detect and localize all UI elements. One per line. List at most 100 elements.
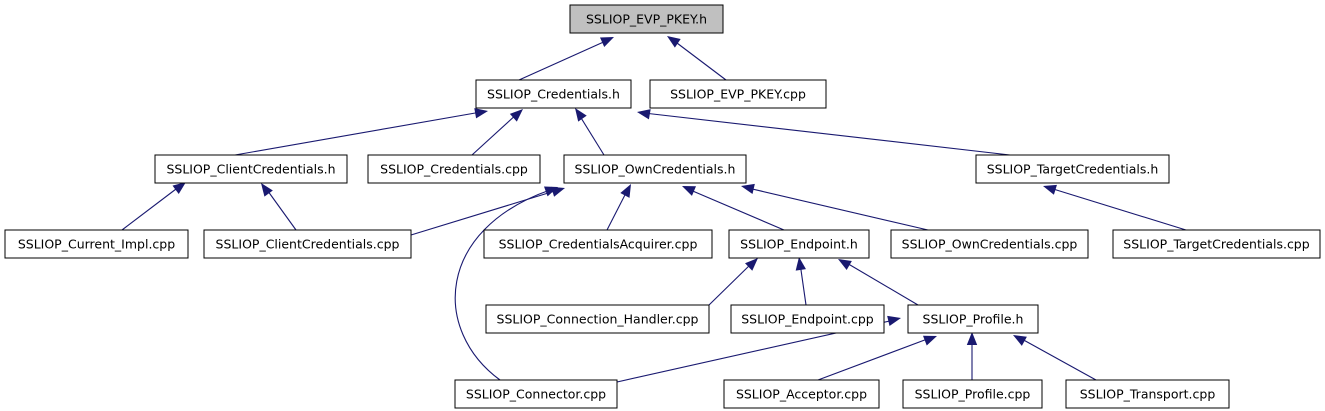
edge-credentials_h-to-evp_pkey_h [518, 37, 614, 81]
edge-transport_cpp-to-profile_h [1013, 335, 1097, 381]
node-box[interactable] [367, 154, 541, 184]
graph-node-acceptor_cpp[interactable]: SSLIOP_Acceptor.cpp [723, 379, 880, 409]
arrowhead-icon [620, 184, 631, 198]
arrowhead-icon [922, 335, 937, 346]
arrowhead-icon [575, 108, 587, 122]
graph-node-clientcredentials_h[interactable]: SSLIOP_ClientCredentials.h [154, 154, 348, 184]
node-label: SSLIOP_Endpoint.cpp [741, 312, 874, 327]
arrowhead-icon [795, 257, 806, 271]
node-box[interactable] [890, 229, 1089, 259]
node-box[interactable] [649, 79, 827, 109]
edge-endpoint_h-to-owncredentials_h [682, 186, 785, 231]
arrowhead-icon [637, 109, 651, 120]
node-box[interactable] [902, 379, 1043, 409]
node-label: SSLIOP_Profile.cpp [915, 387, 1031, 402]
graph-node-credentials_h[interactable]: SSLIOP_Credentials.h [475, 79, 632, 109]
node-label: SSLIOP_Endpoint.h [740, 237, 858, 252]
node-box[interactable] [454, 379, 618, 409]
arrowhead-icon [741, 183, 755, 194]
arrowhead-icon [172, 182, 186, 194]
node-label: SSLIOP_Credentials.cpp [380, 162, 528, 177]
node-label: SSLIOP_EVP_PKEY.cpp [670, 87, 806, 102]
edge-connector_cpp-to-owncredentials_h [454, 186, 558, 381]
node-label: SSLIOP_Current_Impl.cpp [18, 237, 175, 252]
node-box[interactable] [485, 304, 710, 334]
graph-node-evp_pkey_h[interactable]: SSLIOP_EVP_PKEY.h [569, 4, 724, 34]
arrowhead-icon [1013, 335, 1027, 346]
node-box[interactable] [1065, 379, 1230, 409]
arrowhead-icon [838, 259, 852, 271]
arrowhead-icon [600, 37, 614, 48]
edge-current_impl_cpp-to-clientcredentials_h [121, 182, 186, 231]
edge-acceptor_cpp-to-profile_h [817, 335, 937, 381]
node-box[interactable] [728, 229, 870, 259]
node-label: SSLIOP_Profile.h [923, 312, 1024, 327]
graph-node-connector_cpp[interactable]: SSLIOP_Connector.cpp [454, 379, 618, 409]
edge-owncredentials_h-to-credentials_h [575, 108, 605, 156]
graph-node-credentialsacquirer_cpp[interactable]: SSLIOP_CredentialsAcquirer.cpp [483, 229, 713, 259]
arrowhead-icon [509, 109, 523, 122]
graph-node-profile_cpp[interactable]: SSLIOP_Profile.cpp [902, 379, 1043, 409]
node-label: SSLIOP_ClientCredentials.cpp [216, 237, 400, 252]
edge-clientcredentials_cpp-to-owncredentials_h [410, 186, 565, 236]
edge-clientcredentials_h-to-credentials_h [234, 108, 488, 156]
node-box[interactable] [723, 379, 880, 409]
arrowhead-icon [474, 108, 488, 119]
arrowhead-icon [1043, 184, 1057, 195]
arrowhead-icon [667, 36, 681, 48]
edge-profile_cpp-to-profile_h [966, 332, 978, 380]
node-box[interactable] [4, 229, 189, 259]
edge-targetcredentials_h-to-credentials_h [637, 109, 1011, 156]
node-label: SSLIOP_OwnCredentials.cpp [902, 237, 1078, 252]
node-box[interactable] [1112, 229, 1321, 259]
edge-owncredentials_cpp-to-owncredentials_h [741, 183, 929, 231]
node-box[interactable] [154, 154, 348, 184]
node-box[interactable] [907, 304, 1039, 334]
arrowhead-icon [682, 186, 696, 196]
node-box[interactable] [203, 229, 412, 259]
graph-node-evp_pkey_cpp[interactable]: SSLIOP_EVP_PKEY.cpp [649, 79, 827, 109]
graph-node-current_impl_cpp[interactable]: SSLIOP_Current_Impl.cpp [4, 229, 189, 259]
graph-node-credentials_cpp[interactable]: SSLIOP_Credentials.cpp [367, 154, 541, 184]
node-label: SSLIOP_EVP_PKEY.h [586, 12, 707, 27]
node-label: SSLIOP_TargetCredentials.h [987, 162, 1159, 177]
node-box[interactable] [475, 79, 632, 109]
node-label: SSLIOP_Connection_Handler.cpp [497, 312, 699, 327]
graph-node-endpoint_cpp[interactable]: SSLIOP_Endpoint.cpp [730, 304, 885, 334]
node-box[interactable] [563, 154, 747, 184]
node-box[interactable] [483, 229, 713, 259]
graph-node-owncredentials_cpp[interactable]: SSLIOP_OwnCredentials.cpp [890, 229, 1089, 259]
node-label: SSLIOP_OwnCredentials.h [575, 162, 736, 177]
graph-node-clientcredentials_cpp[interactable]: SSLIOP_ClientCredentials.cpp [203, 229, 412, 259]
arrowhead-icon [261, 183, 273, 197]
edge-credentialsacquirer_cpp-to-owncredentials_h [606, 184, 631, 231]
edge-clientcredentials_cpp-to-clientcredentials_h [261, 183, 297, 231]
node-label: SSLIOP_CredentialsAcquirer.cpp [499, 237, 698, 252]
node-label: SSLIOP_Acceptor.cpp [736, 387, 867, 402]
node-box[interactable] [975, 154, 1170, 184]
graph-node-targetcredentials_cpp[interactable]: SSLIOP_TargetCredentials.cpp [1112, 229, 1321, 259]
arrowhead-icon [745, 258, 758, 271]
arrowhead-icon [544, 186, 558, 197]
edge-profile_h-to-endpoint_h [838, 259, 919, 306]
node-label: SSLIOP_ClientCredentials.h [166, 162, 335, 177]
graph-node-targetcredentials_h[interactable]: SSLIOP_TargetCredentials.h [975, 154, 1170, 184]
arrowhead-icon [887, 315, 901, 326]
node-label: SSLIOP_TargetCredentials.cpp [1123, 237, 1309, 252]
node-box[interactable] [730, 304, 885, 334]
graph-node-connection_handler_cpp[interactable]: SSLIOP_Connection_Handler.cpp [485, 304, 710, 334]
edge-targetcredentials_cpp-to-targetcredentials_h [1043, 184, 1187, 231]
node-label: SSLIOP_Transport.cpp [1080, 387, 1216, 402]
edge-endpoint_cpp-to-endpoint_h [795, 257, 807, 306]
graph-node-owncredentials_h[interactable]: SSLIOP_OwnCredentials.h [563, 154, 747, 184]
node-label: SSLIOP_Connector.cpp [466, 387, 606, 402]
graph-node-profile_h[interactable]: SSLIOP_Profile.h [907, 304, 1039, 334]
edge-evp_pkey_cpp-to-evp_pkey_h [667, 36, 727, 81]
graph-node-endpoint_h[interactable]: SSLIOP_Endpoint.h [728, 229, 870, 259]
node-box[interactable] [569, 4, 724, 34]
graph-node-transport_cpp[interactable]: SSLIOP_Transport.cpp [1065, 379, 1230, 409]
node-label: SSLIOP_Credentials.h [487, 87, 620, 102]
